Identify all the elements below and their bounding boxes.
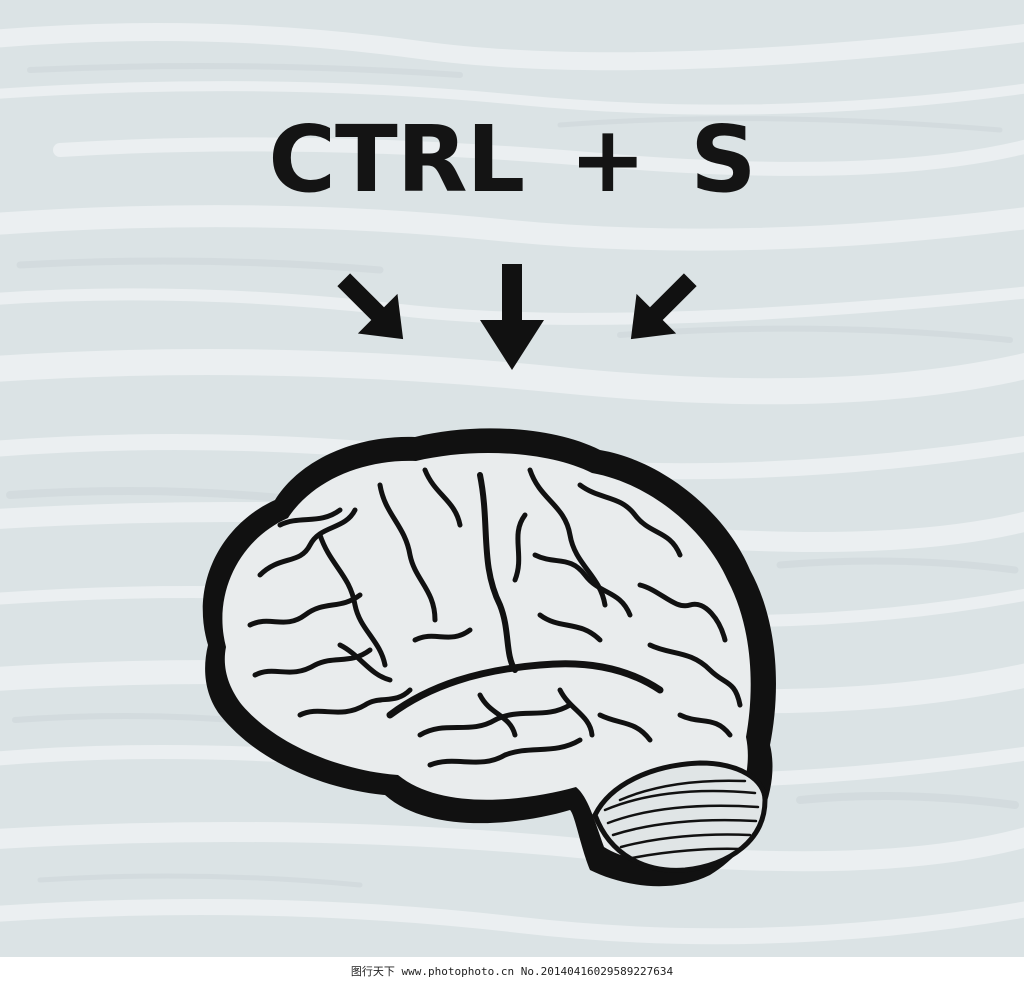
brain-icon <box>202 428 776 887</box>
ctrl-s-headline: CTRL + S <box>268 106 756 213</box>
arrow-down-right-icon <box>337 273 404 340</box>
arrows-group <box>337 264 697 370</box>
watermark-bar: 图行天下 www.photophoto.cn No.20140416029589… <box>0 957 1024 987</box>
watermark-text: 图行天下 www.photophoto.cn No.20140416029589… <box>350 965 674 978</box>
arrow-down-icon <box>480 264 544 370</box>
arrow-down-left-icon <box>630 273 697 340</box>
